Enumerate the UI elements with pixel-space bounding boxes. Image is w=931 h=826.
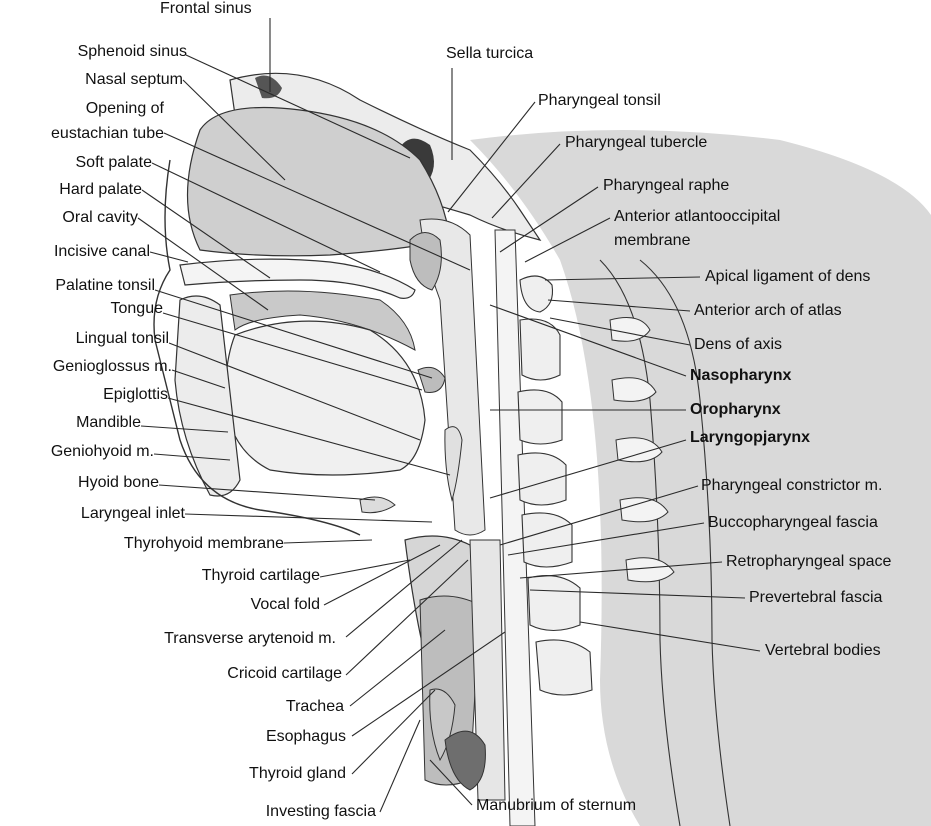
label-thyrohyoid-membrane: Thyrohyoid membrane bbox=[123, 535, 284, 552]
label-hyoid-bone: Hyoid bone bbox=[78, 474, 159, 491]
label-oral-cavity: Oral cavity bbox=[62, 209, 138, 226]
sternum-shape bbox=[444, 730, 486, 791]
label-laryngeal-inlet: Laryngeal inlet bbox=[80, 505, 185, 522]
label-manubrium: Manubrium of sternum bbox=[476, 797, 637, 814]
label-oropharynx: Oropharynx bbox=[690, 401, 781, 418]
label-tongue: Tongue bbox=[110, 300, 164, 317]
label-anterior-arch-atlas: Anterior arch of atlas bbox=[694, 302, 842, 319]
label-laryngopharynx: Laryngopjarynx bbox=[690, 429, 811, 446]
label-sella-turcica: Sella turcica bbox=[446, 45, 534, 62]
label-pharyngeal-tonsil: Pharyngeal tonsil bbox=[538, 92, 661, 109]
label-cricoid-cartilage: Cricoid cartilage bbox=[227, 665, 342, 682]
label-vertebral-bodies: Vertebral bodies bbox=[765, 642, 881, 659]
mandible-shape bbox=[174, 295, 241, 497]
label-apical-ligament: Apical ligament of dens bbox=[705, 268, 871, 285]
label-opening-line2: eustachian tube bbox=[51, 125, 164, 142]
label-pharyngeal-constrictor: Pharyngeal constrictor m. bbox=[701, 477, 883, 494]
oral-cavity-shape bbox=[229, 290, 416, 351]
label-incisive-canal: Incisive canal bbox=[53, 243, 150, 260]
label-pharyngeal-tubercle: Pharyngeal tubercle bbox=[565, 134, 708, 151]
posterior-arches bbox=[609, 317, 675, 583]
prevertebral-strip bbox=[494, 229, 536, 826]
palatine-tonsil-shape bbox=[417, 366, 446, 393]
label-transverse-arytenoid: Transverse arytenoid m. bbox=[164, 630, 336, 647]
label-aom-line2: membrane bbox=[614, 232, 691, 249]
esophagus-shape bbox=[469, 539, 506, 801]
label-genioglossus: Genioglossus m. bbox=[52, 358, 172, 375]
posterior-shadow bbox=[470, 130, 931, 826]
label-dens-of-axis: Dens of axis bbox=[694, 336, 783, 353]
label-frontal-sinus: Frontal sinus bbox=[160, 0, 252, 17]
label-epiglottis: Epiglottis bbox=[103, 386, 168, 403]
label-vocal-fold: Vocal fold bbox=[250, 596, 320, 613]
vertebral-column bbox=[517, 275, 593, 696]
label-nasal-septum: Nasal septum bbox=[85, 71, 183, 88]
label-hard-palate: Hard palate bbox=[59, 181, 142, 198]
label-esophagus: Esophagus bbox=[265, 728, 346, 745]
label-geniohyoid: Geniohyoid m. bbox=[50, 443, 154, 460]
label-lingual-tonsil: Lingual tonsil bbox=[75, 330, 169, 347]
label-trachea: Trachea bbox=[285, 698, 344, 715]
pharyngeal-tonsil-shape bbox=[409, 232, 442, 291]
hyoid-shape bbox=[359, 496, 396, 514]
epiglottis-shape bbox=[444, 426, 463, 502]
label-palatine-tonsil: Palatine tonsil bbox=[55, 277, 155, 294]
label-sphenoid-sinus: Sphenoid sinus bbox=[77, 43, 187, 60]
label-buccopharyngeal-fascia: Buccopharyngeal fascia bbox=[708, 514, 878, 531]
label-investing-fascia: Investing fascia bbox=[265, 803, 376, 820]
label-thyroid-gland: Thyroid gland bbox=[249, 765, 346, 782]
label-aom-line1: Anterior atlantooccipital bbox=[614, 208, 781, 225]
label-prevertebral-fascia: Prevertebral fascia bbox=[749, 589, 883, 606]
palate-shape bbox=[179, 258, 416, 299]
label-soft-palate: Soft palate bbox=[75, 154, 153, 171]
label-opening-line1: Opening of bbox=[85, 100, 164, 117]
leader-lines bbox=[137, 18, 761, 813]
label-retropharyngeal-space: Retropharyngeal space bbox=[726, 553, 892, 570]
label-thyroid-cartilage: Thyroid cartilage bbox=[201, 567, 320, 584]
label-nasopharynx: Nasopharynx bbox=[690, 367, 792, 384]
label-pharyngeal-raphe: Pharyngeal raphe bbox=[603, 177, 730, 194]
label-mandible: Mandible bbox=[76, 414, 141, 431]
frontal-sinus-shape bbox=[255, 75, 282, 99]
